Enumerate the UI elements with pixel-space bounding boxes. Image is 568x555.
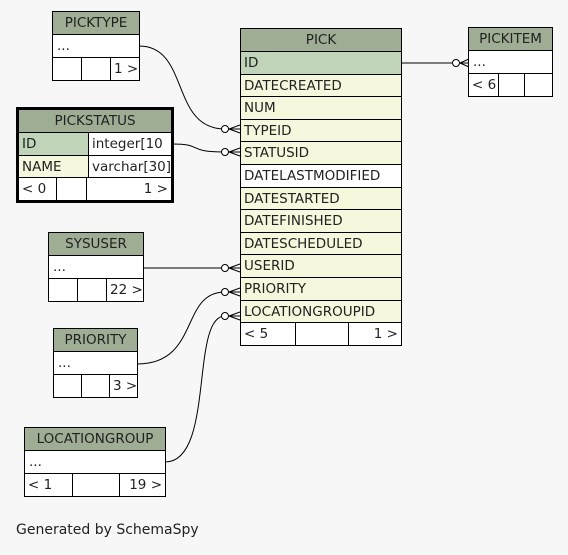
footer-rows: [82, 57, 111, 80]
table-picktype[interactable]: PICKTYPE ... 1 >: [52, 11, 140, 81]
optional-marker: [221, 288, 229, 296]
table-pickitem[interactable]: PICKITEM ... < 6: [468, 27, 553, 97]
optional-marker: [221, 148, 229, 156]
link-pickstatus-statusid: [171, 143, 226, 153]
column-priority: PRIORITY: [241, 277, 401, 301]
footer-rows: [499, 73, 525, 96]
column-typeid: TYPEID: [241, 119, 401, 143]
column-userid: USERID: [241, 255, 401, 278]
optional-marker: [221, 125, 229, 133]
footer-parents: < 6: [469, 73, 499, 96]
table-name: PICKSTATUS: [19, 110, 171, 133]
table-locationgroup[interactable]: LOCATIONGROUP ... < 1 19 >: [24, 427, 166, 497]
footer-parents: < 0: [19, 178, 57, 201]
column-ellipsis: ...: [53, 35, 139, 58]
column-num: NUM: [241, 97, 401, 120]
column-row: ID integer[10: [19, 133, 171, 156]
crowfoot-marker: [228, 147, 241, 157]
caption: Generated by SchemaSpy: [16, 522, 199, 538]
column-ellipsis: ...: [49, 256, 143, 279]
footer-children: 1 >: [143, 181, 168, 198]
crowfoot-marker: [228, 287, 241, 297]
footer-children: 1 >: [373, 326, 398, 343]
footer-parents: [49, 278, 78, 301]
column-statusid: STATUSID: [241, 142, 401, 165]
table-footer: 3 >: [54, 374, 137, 397]
table-footer: < 0 1 >: [19, 178, 171, 201]
table-name: SYSUSER: [49, 233, 143, 256]
column-name: NAME: [19, 155, 89, 178]
column-ellipsis: ...: [25, 451, 165, 474]
crowfoot-marker: [228, 263, 241, 273]
footer-rows: [73, 473, 120, 496]
optional-marker: [221, 264, 229, 272]
column-datecreated: DATECREATED: [241, 74, 401, 98]
column-ellipsis: ...: [54, 352, 137, 375]
table-sysuser[interactable]: SYSUSER ... 22 >: [48, 232, 144, 302]
footer-parents: < 1: [25, 473, 73, 496]
table-pick[interactable]: PICK ID DATECREATED NUM TYPEID STATUSID …: [240, 28, 402, 347]
footer-parents: < 5: [241, 323, 296, 346]
table-footer: < 6: [469, 73, 552, 96]
column-datelastmodified: DATELASTMODIFIED: [241, 164, 401, 188]
table-name: PICKTYPE: [53, 12, 139, 35]
column-ellipsis: ...: [469, 51, 552, 74]
footer-parents: [54, 374, 82, 397]
footer-children: 22 >: [110, 281, 143, 298]
link-picktype-typeid: [138, 45, 226, 130]
table-priority[interactable]: PRIORITY ... 3 >: [53, 328, 138, 398]
table-name: LOCATIONGROUP: [25, 428, 165, 451]
table-footer: < 5 1 >: [241, 323, 401, 346]
footer-children: 3 >: [113, 377, 137, 394]
table-footer: 1 >: [53, 57, 139, 80]
optional-marker: [221, 312, 229, 320]
table-footer: 22 >: [49, 278, 143, 301]
crowfoot-marker: [228, 311, 241, 321]
column-type: varchar[30]: [89, 155, 171, 178]
link-priority-priority: [136, 291, 226, 365]
footer-parents: [53, 57, 82, 80]
column-type: integer[10: [89, 133, 171, 155]
table-pickstatus[interactable]: PICKSTATUS ID integer[10 NAME varchar[30…: [16, 107, 174, 204]
column-datestarted: DATESTARTED: [241, 187, 401, 211]
column-name: ID: [19, 133, 89, 155]
crowfoot-marker: [459, 58, 470, 68]
column-locationgroupid: LOCATIONGROUPID: [241, 300, 401, 324]
table-footer: < 1 19 >: [25, 473, 165, 496]
footer-rows: [57, 178, 87, 201]
optional-marker: [452, 59, 460, 67]
footer-rows: [82, 374, 110, 397]
crowfoot-marker: [228, 124, 241, 134]
column-id: ID: [241, 52, 401, 75]
link-locationgroup-locationgroupid: [164, 315, 226, 463]
column-row: NAME varchar[30]: [19, 155, 171, 179]
footer-children: [525, 74, 552, 96]
footer-rows: [296, 323, 349, 346]
column-datefinished: DATEFINISHED: [241, 210, 401, 233]
footer-rows: [78, 278, 107, 301]
table-name: PICKITEM: [469, 28, 552, 51]
table-name: PICK: [241, 29, 401, 52]
table-name: PRIORITY: [54, 329, 137, 352]
footer-children: 1 >: [114, 60, 139, 77]
footer-children: 19 >: [129, 476, 162, 493]
column-datescheduled: DATESCHEDULED: [241, 232, 401, 256]
